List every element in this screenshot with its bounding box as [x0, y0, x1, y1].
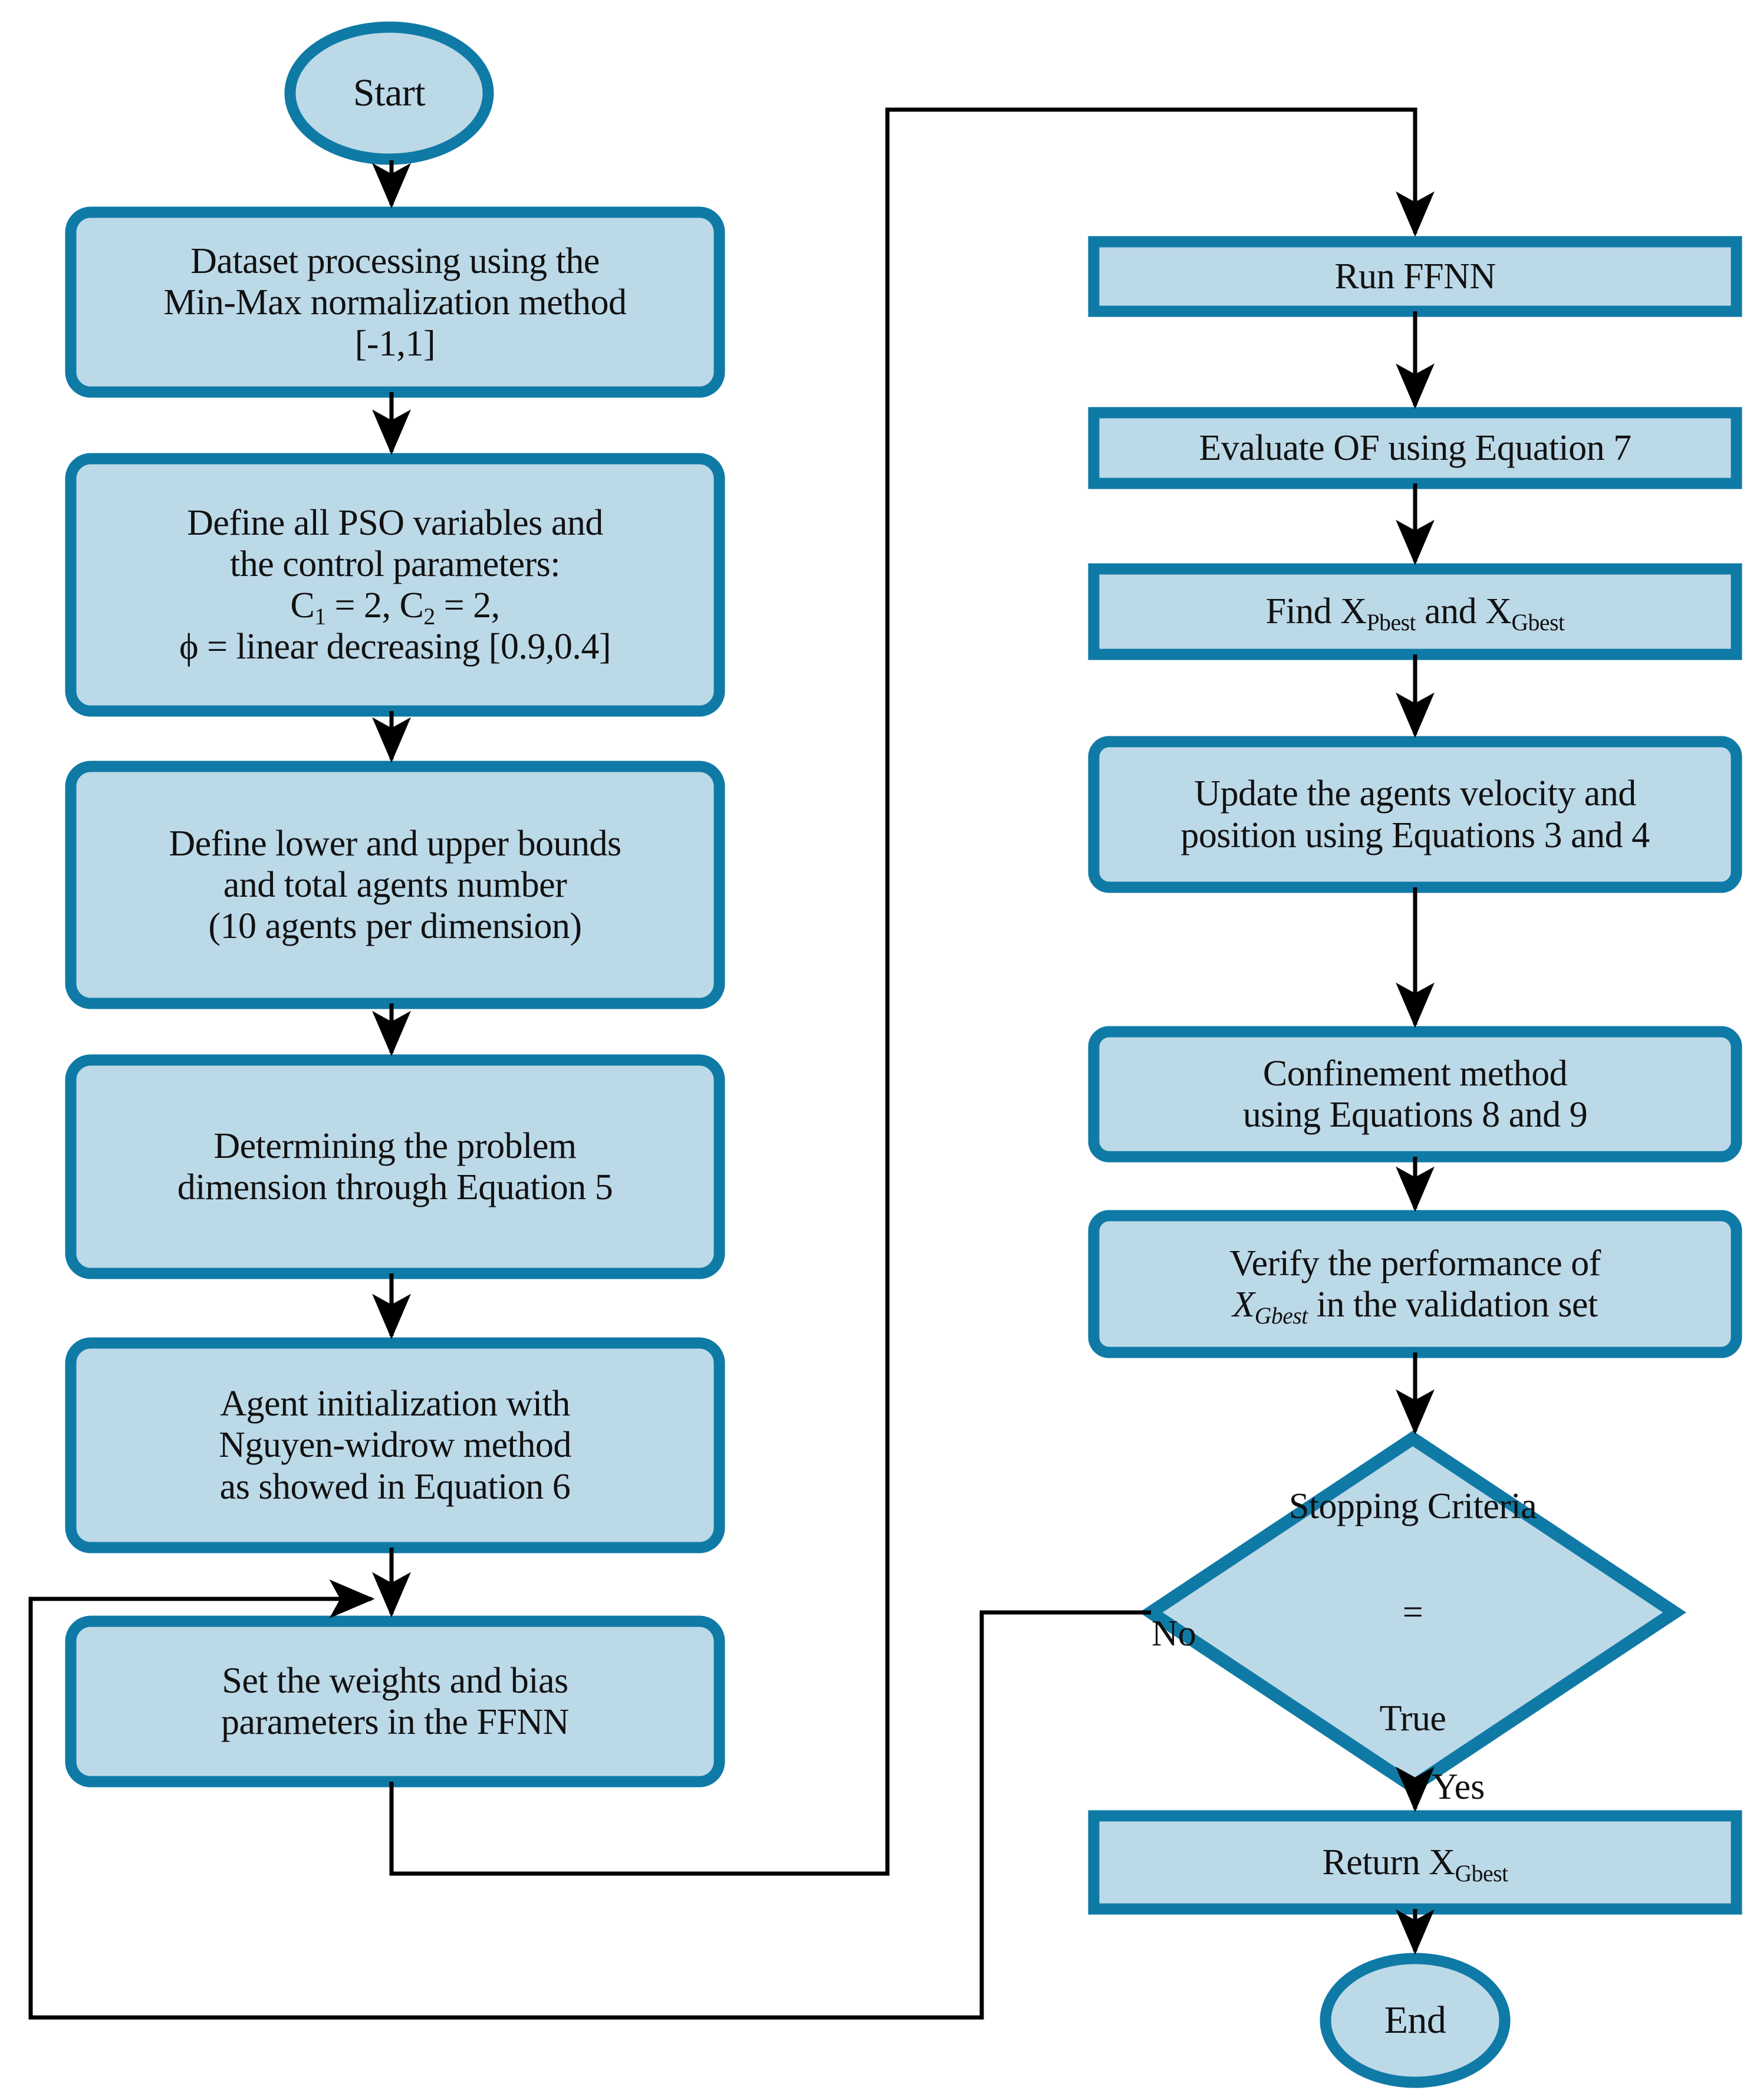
edge-setweights-to-runffnn	[389, 107, 1435, 1876]
node-return-gbest-shape	[1088, 1810, 1742, 1915]
node-set-weights-shape	[65, 1615, 725, 1788]
node-agent-init-shape	[65, 1337, 725, 1553]
edge-label-yes: Yes	[1432, 1767, 1485, 1807]
node-confinement-shape	[1088, 1026, 1742, 1163]
node-define-bounds-shape	[65, 761, 725, 1009]
node-start-shape	[284, 21, 494, 165]
node-update-agents-shape	[1088, 736, 1742, 893]
node-determine-dimension-shape	[65, 1054, 725, 1279]
node-end-shape	[1320, 1953, 1511, 2088]
node-find-best-shape	[1088, 563, 1742, 660]
node-verify-shape	[1088, 1210, 1742, 1358]
edge-label-no: No	[1152, 1614, 1196, 1654]
node-run-ffnn-shape	[1088, 236, 1742, 317]
node-define-pso-shape	[65, 453, 725, 717]
node-dataset-processing-shape	[65, 206, 725, 398]
node-evaluate-of-shape	[1088, 407, 1742, 489]
edge-stopping-no-to-setweights	[28, 1579, 1151, 2020]
node-stopping-criteria-shape	[1139, 1430, 1686, 1795]
